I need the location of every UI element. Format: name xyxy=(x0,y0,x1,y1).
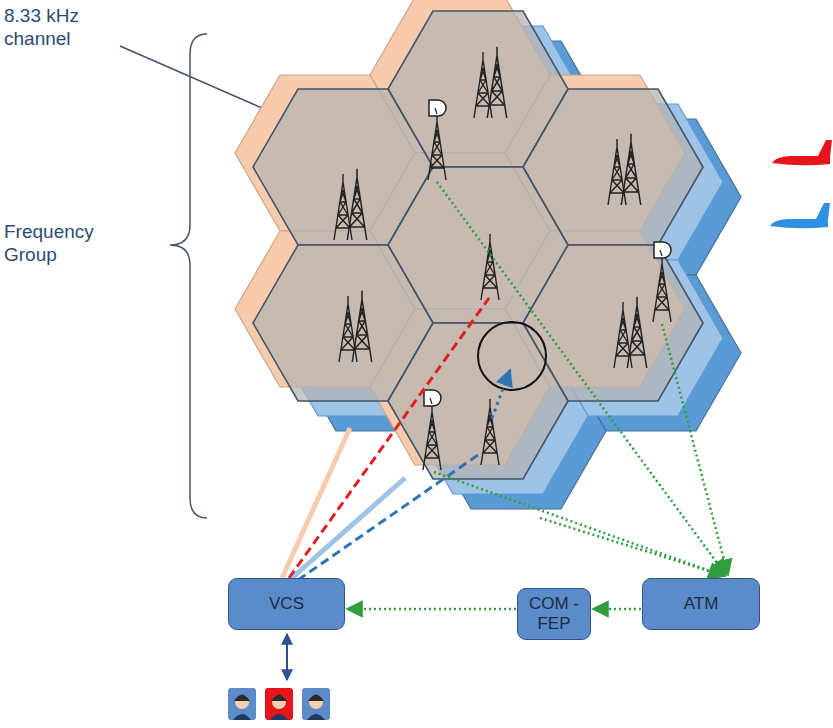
position-link xyxy=(286,634,288,680)
radio-link xyxy=(289,298,489,578)
box-label: COM -FEP xyxy=(527,594,581,634)
aircraft xyxy=(770,140,832,228)
overlap-circle xyxy=(478,322,546,390)
cell-layer xyxy=(253,11,703,479)
data-link xyxy=(434,182,728,576)
system-box: ATM xyxy=(642,578,760,630)
group-bracket xyxy=(170,34,207,518)
annotation-label: Frequency Group xyxy=(4,220,124,266)
controller-position xyxy=(228,688,330,720)
box-label: VCS xyxy=(269,594,304,614)
system-box: VCS xyxy=(228,578,345,630)
radio-link xyxy=(298,455,478,580)
radio-link xyxy=(492,370,510,418)
data-link xyxy=(347,608,516,611)
pointer-line xyxy=(120,46,262,108)
annotation-label: 8.33 kHz channel xyxy=(4,4,122,50)
data-link xyxy=(593,608,641,611)
radar-tower xyxy=(423,100,671,470)
system-box: COM -FEP xyxy=(517,588,591,640)
box-label: ATM xyxy=(684,594,719,614)
